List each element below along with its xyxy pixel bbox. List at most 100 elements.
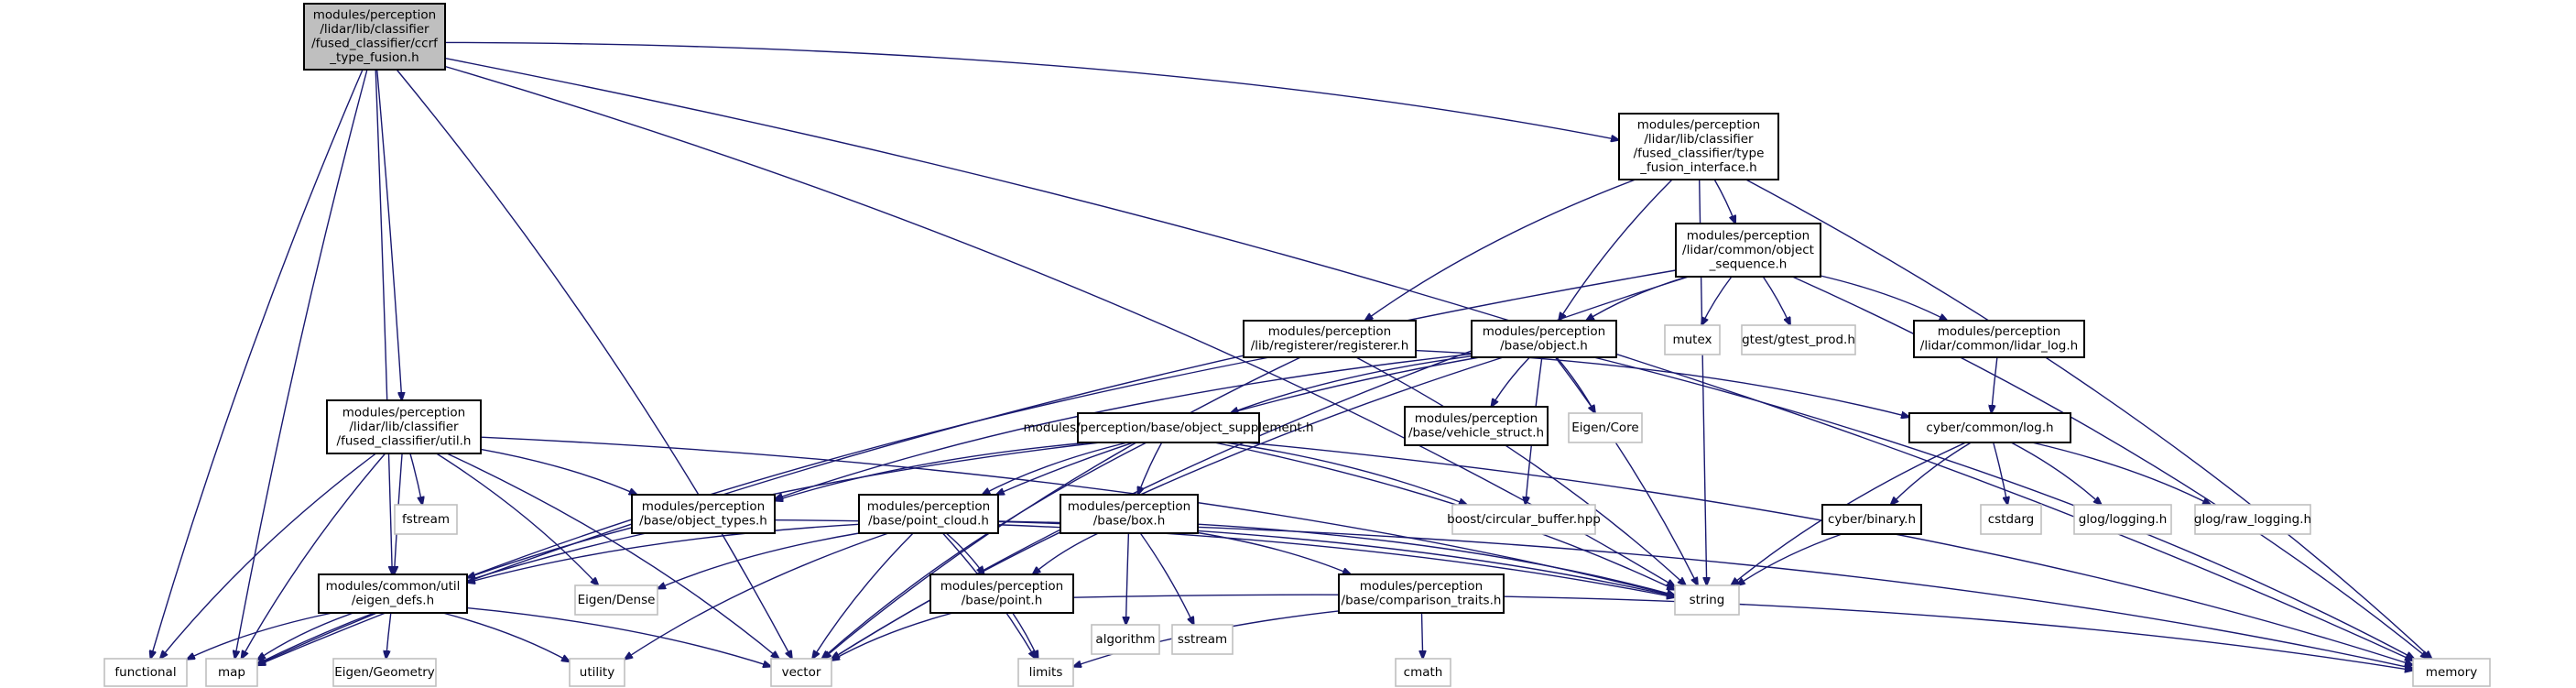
node-box-registerer bbox=[1243, 320, 1417, 358]
node-box-objseq bbox=[1675, 223, 1821, 278]
node-label-line: utility bbox=[580, 665, 614, 680]
node-objsupp[interactable]: modules/perception/base/object_supplemen… bbox=[1023, 412, 1314, 443]
node-label-line: mutex bbox=[1672, 333, 1712, 347]
node-limits: limits bbox=[1017, 658, 1074, 687]
node-comptraits[interactable]: modules/perception/base/comparison_trait… bbox=[1338, 573, 1505, 614]
node-label-line: modules/perception bbox=[867, 499, 990, 514]
node-label-line: /base/object_types.h bbox=[639, 514, 767, 529]
node-label-line: modules/perception bbox=[940, 579, 1063, 594]
node-box-object bbox=[1471, 320, 1617, 358]
node-tfi[interactable]: modules/perception/lidar/lib/classifier/… bbox=[1618, 113, 1779, 180]
node-box-memory bbox=[2412, 658, 2491, 687]
node-label-line: /fused_classifier/ccrf bbox=[311, 37, 439, 51]
node-cyberlog[interactable]: cyber/common/log.h bbox=[1908, 412, 2071, 443]
edge-pointcloud-to-memory bbox=[997, 520, 2413, 669]
edge-object-to-vehstruct bbox=[1491, 356, 1530, 407]
node-vehstruct[interactable]: modules/perception/base/vehicle_struct.h bbox=[1404, 406, 1549, 446]
edge-pointcloud-to-point bbox=[945, 532, 984, 574]
node-label-line: /lib/registerer/registerer.h bbox=[1251, 339, 1409, 354]
node-label-line: gtest/gtest_prod.h bbox=[1742, 333, 1855, 347]
node-box-lidarlog bbox=[1913, 320, 2085, 358]
node-object[interactable]: modules/perception/base/object.h bbox=[1471, 320, 1617, 358]
node-label-line: modules/perception bbox=[342, 405, 465, 420]
node-box-tfi bbox=[1618, 113, 1779, 180]
node-label-line: /lidar/lib/classifier bbox=[1644, 132, 1754, 147]
edge-util-to-eigendense bbox=[436, 453, 599, 585]
node-box-functional bbox=[103, 658, 188, 687]
node-box-ccrf bbox=[303, 3, 446, 71]
node-util[interactable]: modules/perception/lidar/lib/classifier/… bbox=[326, 399, 482, 454]
node-gtest: gtest/gtest_prod.h bbox=[1741, 324, 1856, 355]
node-label-line: cyber/common/log.h bbox=[1926, 420, 2053, 435]
node-cmath: cmath bbox=[1395, 658, 1451, 687]
node-label-line: glog/logging.h bbox=[2079, 512, 2168, 527]
node-algorithm: algorithm bbox=[1091, 624, 1160, 655]
node-label-line: /base/point.h bbox=[962, 594, 1043, 608]
node-box-binary bbox=[1821, 504, 1922, 535]
node-label-line: algorithm bbox=[1095, 632, 1155, 647]
edge-util-to-string bbox=[480, 436, 1675, 595]
node-box[interactable]: modules/perception/base/box.h bbox=[1060, 494, 1199, 534]
node-label-line: Eigen/Core bbox=[1571, 420, 1639, 435]
node-objseq[interactable]: modules/perception/lidar/common/object_s… bbox=[1675, 223, 1821, 278]
node-label-line: modules/perception bbox=[642, 499, 765, 514]
node-objtypes[interactable]: modules/perception/base/object_types.h bbox=[631, 494, 776, 534]
node-label-line: functional bbox=[114, 665, 176, 680]
node-label-line: map bbox=[218, 665, 245, 680]
node-label-line: Eigen/Geometry bbox=[334, 665, 435, 680]
edge-pointcloud-to-eigendense bbox=[658, 532, 860, 589]
node-box-vector bbox=[770, 658, 832, 687]
edge-objsupp-to-memory bbox=[1245, 442, 2413, 665]
node-ccrf[interactable]: modules/perception/lidar/lib/classifier/… bbox=[303, 3, 446, 71]
edge-ccrf-to-map bbox=[234, 69, 368, 659]
node-pointcloud[interactable]: modules/perception/base/point_cloud.h bbox=[858, 494, 999, 534]
edge-objsupp-to-circbuf bbox=[1224, 442, 1467, 505]
node-label-line: /lidar/common/object bbox=[1682, 243, 1814, 257]
node-point[interactable]: modules/perception/base/point.h bbox=[929, 573, 1074, 614]
edge-cyberlog-to-binary bbox=[1891, 442, 1972, 505]
node-utility: utility bbox=[569, 658, 625, 687]
edge-eigendefs-to-vector bbox=[466, 606, 771, 667]
node-string: string bbox=[1674, 584, 1740, 616]
edge-point-to-memory bbox=[1072, 594, 2413, 670]
node-box-algorithm bbox=[1091, 624, 1160, 655]
node-box-fstream bbox=[394, 504, 458, 535]
node-label-line: /lidar/common/lidar_log.h bbox=[1920, 339, 2078, 354]
edge-objseq-to-mutex bbox=[1701, 276, 1733, 325]
node-binary[interactable]: cyber/binary.h bbox=[1821, 504, 1922, 535]
node-box-limits bbox=[1017, 658, 1074, 687]
edge-box-to-sstream bbox=[1139, 532, 1193, 625]
node-box-sstream bbox=[1171, 624, 1234, 655]
edge-object-to-string bbox=[1554, 356, 1699, 585]
edge-ccrf-to-string bbox=[444, 65, 1675, 587]
node-sstream: sstream bbox=[1171, 624, 1234, 655]
node-rawlog: glog/raw_logging.h bbox=[2194, 504, 2311, 535]
edge-ccrf-to-functional bbox=[150, 69, 364, 659]
edge-objseq-to-lidarlog bbox=[1820, 275, 1948, 321]
node-label-line: Eigen/Dense bbox=[578, 593, 656, 607]
edge-objseq-to-gtest bbox=[1762, 276, 1790, 325]
node-registerer[interactable]: modules/perception/lib/registerer/regist… bbox=[1243, 320, 1417, 358]
node-eigendefs[interactable]: modules/common/util/eigen_defs.h bbox=[318, 573, 468, 614]
node-label-line: modules/perception bbox=[1687, 228, 1810, 243]
node-label-line: /lidar/lib/classifier bbox=[349, 420, 459, 434]
node-label-line: memory bbox=[2426, 665, 2477, 680]
edge-objsupp-to-objtypes bbox=[775, 442, 1090, 501]
edge-objsupp-to-vector bbox=[822, 442, 1147, 659]
node-box-string bbox=[1674, 584, 1740, 616]
node-label-line: /lidar/lib/classifier bbox=[320, 22, 429, 37]
edge-pointcloud-to-utility bbox=[625, 532, 889, 660]
node-box-gtest bbox=[1741, 324, 1856, 355]
node-label-line: /base/comparison_traits.h bbox=[1342, 594, 1502, 608]
node-label-line: modules/perception bbox=[1415, 411, 1538, 426]
node-label-line: modules/perception bbox=[1483, 324, 1605, 339]
node-box-utility bbox=[569, 658, 625, 687]
node-label-line: cmath bbox=[1404, 665, 1443, 680]
edge-cyberlog-to-cstdarg bbox=[1993, 442, 2008, 505]
edge-tfi-to-objseq bbox=[1713, 179, 1735, 224]
node-lidarlog[interactable]: modules/perception/lidar/common/lidar_lo… bbox=[1913, 320, 2085, 358]
node-box-point bbox=[929, 573, 1074, 614]
node-box-map bbox=[205, 658, 258, 687]
node-box-objsupp bbox=[1077, 412, 1260, 443]
